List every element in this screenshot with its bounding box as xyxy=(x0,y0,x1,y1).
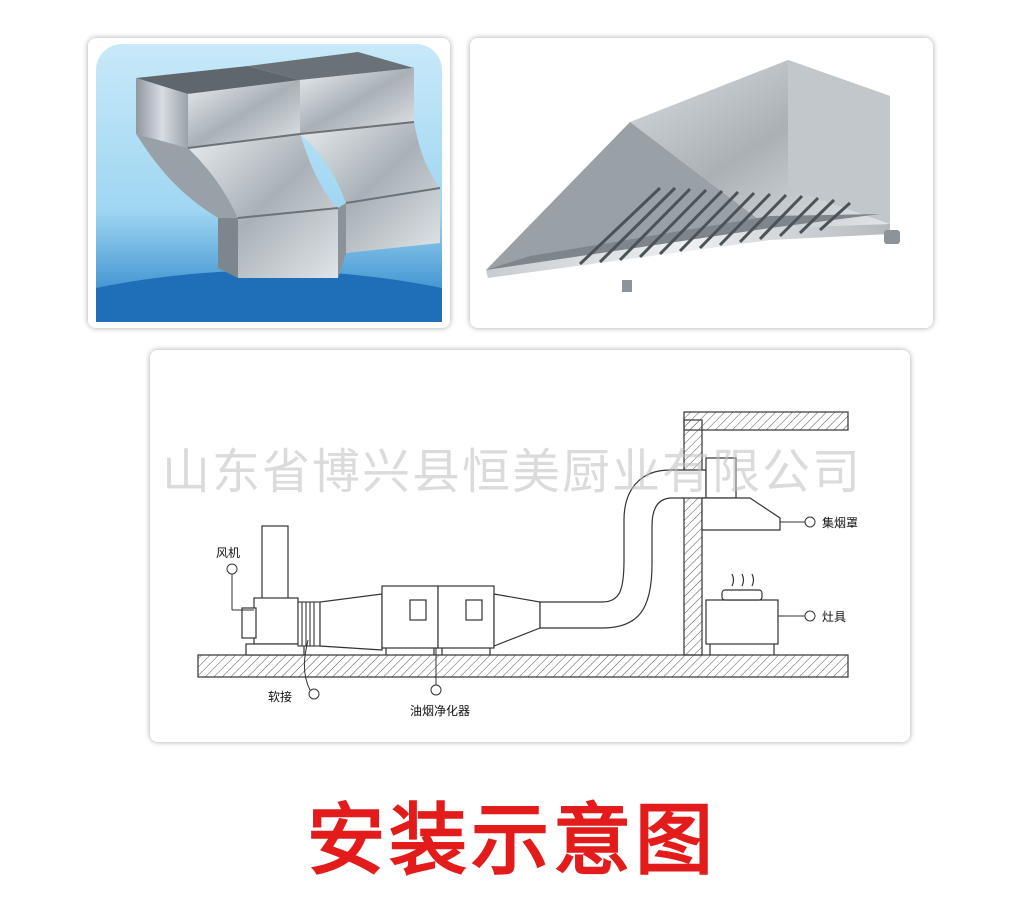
kitchen-hood-image xyxy=(470,38,933,328)
stove xyxy=(705,573,779,655)
flex-joint xyxy=(297,601,321,647)
reducer-duct-photo-card: 变 径 xyxy=(88,38,450,328)
installation-diagram-card: 风机 集烟罩 灶具 软接 油烟净化器 xyxy=(150,350,910,742)
reducer-label: 变 径 xyxy=(96,320,442,328)
oil-smoke-purifier xyxy=(381,585,495,655)
inlet-transition xyxy=(319,593,383,651)
callout-purifier: 油烟净化器 xyxy=(410,704,471,718)
callout-hood: 集烟罩 xyxy=(822,516,859,530)
fan-unit xyxy=(241,525,305,656)
callout-fan: 风机 xyxy=(216,546,241,560)
installation-diagram-title: 安装示意图 xyxy=(306,796,717,886)
reducer-duct-image xyxy=(88,38,450,328)
company-watermark: 山东省博兴县恒美厨业有限公司 xyxy=(161,444,862,500)
kitchen-hood-photo-card xyxy=(470,38,933,328)
callout-flex-joint: 软接 xyxy=(268,690,293,704)
collection-hood xyxy=(701,457,781,531)
ceiling xyxy=(683,411,849,431)
callout-stove: 灶具 xyxy=(822,610,847,624)
exhaust-duct xyxy=(539,469,707,629)
installation-diagram xyxy=(150,350,910,742)
floor-slab xyxy=(197,654,849,678)
